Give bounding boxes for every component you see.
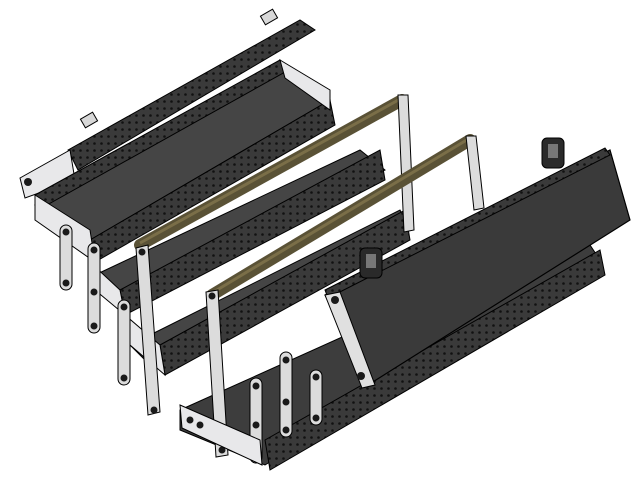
link-arm	[87, 242, 101, 334]
link-arm	[205, 289, 229, 458]
latch-icon[interactable]	[359, 247, 383, 279]
link-arm	[279, 351, 293, 438]
link-arm	[309, 369, 323, 426]
link-arm	[135, 244, 161, 416]
front-handle[interactable]	[206, 134, 485, 301]
link-arm	[117, 299, 131, 386]
end-plate	[179, 404, 263, 466]
linkage-arms	[59, 224, 323, 466]
latch-icon[interactable]	[541, 137, 565, 169]
side-cover-panel	[324, 137, 631, 389]
top-lid	[19, 8, 316, 199]
link-arm	[59, 224, 73, 291]
